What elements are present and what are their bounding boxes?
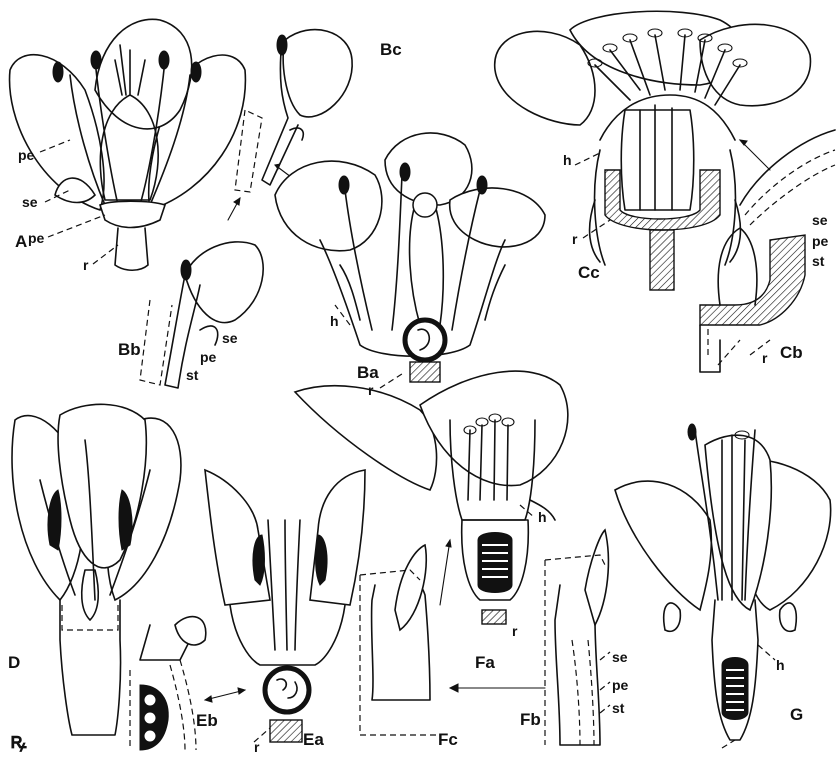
figure-a-stalk — [115, 228, 148, 270]
label-cb-pe: pe — [812, 233, 829, 249]
figure-cc-flower-section — [495, 11, 811, 290]
figure-ba-ovary — [405, 320, 445, 360]
label-cc-r: r — [572, 231, 578, 247]
label-ea: Ea — [303, 730, 324, 749]
figure-g-petal-left — [615, 481, 711, 610]
label-eb: Eb — [196, 711, 218, 730]
figure-ea-flower-section — [205, 470, 365, 742]
label-ba-r: r — [368, 382, 374, 398]
label-cb: Cb — [780, 343, 803, 362]
label-a-se: se — [22, 194, 38, 210]
figure-ea-styles — [268, 520, 300, 650]
label-a-r: r — [83, 257, 89, 273]
figure-cc-stalk — [650, 230, 674, 290]
label-cb-r: r — [762, 350, 768, 366]
label-bb-se: se — [222, 330, 238, 346]
label-bb-pe: pe — [200, 349, 217, 365]
figure-cc-gynoecium — [621, 110, 694, 210]
figure-cc-stamen-ring — [600, 95, 735, 140]
figure-cb-ovule — [718, 228, 757, 305]
label-fb-se: se — [612, 649, 628, 665]
figure-bb-sepal — [200, 326, 218, 345]
label-cc: Cc — [578, 263, 600, 282]
figure-ba-style — [410, 205, 444, 329]
label-cb-st: st — [812, 253, 825, 269]
figure-ea-hypanthium — [230, 605, 345, 665]
figure-a-petal-back — [95, 19, 192, 129]
figure-a-anther-2 — [91, 51, 101, 69]
label-ea-r: r — [254, 739, 260, 755]
figure-ba-flower-section — [275, 133, 545, 388]
figure-a-anther-3 — [159, 51, 169, 69]
figure-ba-petal-right — [450, 188, 545, 247]
figure-d-flower-section — [12, 404, 181, 735]
label-a-pe-2: pe — [28, 230, 45, 246]
figure-bc-anther — [277, 35, 287, 55]
figure-fc-section-detail — [360, 540, 451, 735]
figure-bc-petal — [283, 30, 352, 117]
figure-a-anther-1 — [53, 62, 63, 82]
label-fb-pe: pe — [612, 677, 629, 693]
figure-a-receptacle — [100, 201, 165, 227]
figure-eb-section-detail — [130, 617, 245, 750]
figure-a-flower — [10, 19, 246, 270]
label-bb: Bb — [118, 340, 141, 359]
label-ba-h: h — [330, 313, 339, 329]
label-cb-se: se — [812, 212, 828, 228]
label-d: D — [8, 653, 20, 672]
figure-fc-arrow — [440, 540, 450, 605]
figure-ba-petal-left — [275, 161, 382, 251]
label-fb: Fb — [520, 710, 541, 729]
label-cc-h: h — [563, 152, 572, 168]
label-fa-h: h — [538, 509, 547, 525]
figure-cb-section-detail — [700, 130, 835, 372]
label-fb-st: st — [612, 700, 625, 716]
label-bb-st: st — [186, 367, 199, 383]
figure-cc-petal-right — [700, 24, 810, 105]
label-bc: Bc — [380, 40, 402, 59]
figure-bb-petal — [185, 242, 263, 323]
figure-ea-receptacle — [270, 720, 302, 742]
figure-ba-stigma — [413, 193, 437, 217]
figure-ba-receptacle — [410, 362, 440, 382]
figure-fa-receptacle — [482, 610, 506, 624]
label-ba: Ba — [357, 363, 379, 382]
label-g-h: h — [776, 657, 785, 673]
label-a-pe-1: pe — [18, 147, 35, 163]
figure-ea-ovary — [265, 668, 309, 712]
figure-bb-anther — [181, 260, 191, 280]
figure-d-ovary — [82, 570, 99, 620]
label-fa-r: r — [512, 623, 518, 639]
figure-a-anther-4 — [191, 62, 201, 82]
artist-signature: ꝶ — [10, 728, 27, 754]
label-fa: Fa — [475, 653, 495, 672]
figure-fa-ovary — [478, 533, 512, 593]
label-a: A — [15, 232, 27, 251]
figure-g-flower-section — [615, 424, 831, 748]
label-g: G — [790, 705, 803, 724]
label-fc: Fc — [438, 730, 458, 749]
